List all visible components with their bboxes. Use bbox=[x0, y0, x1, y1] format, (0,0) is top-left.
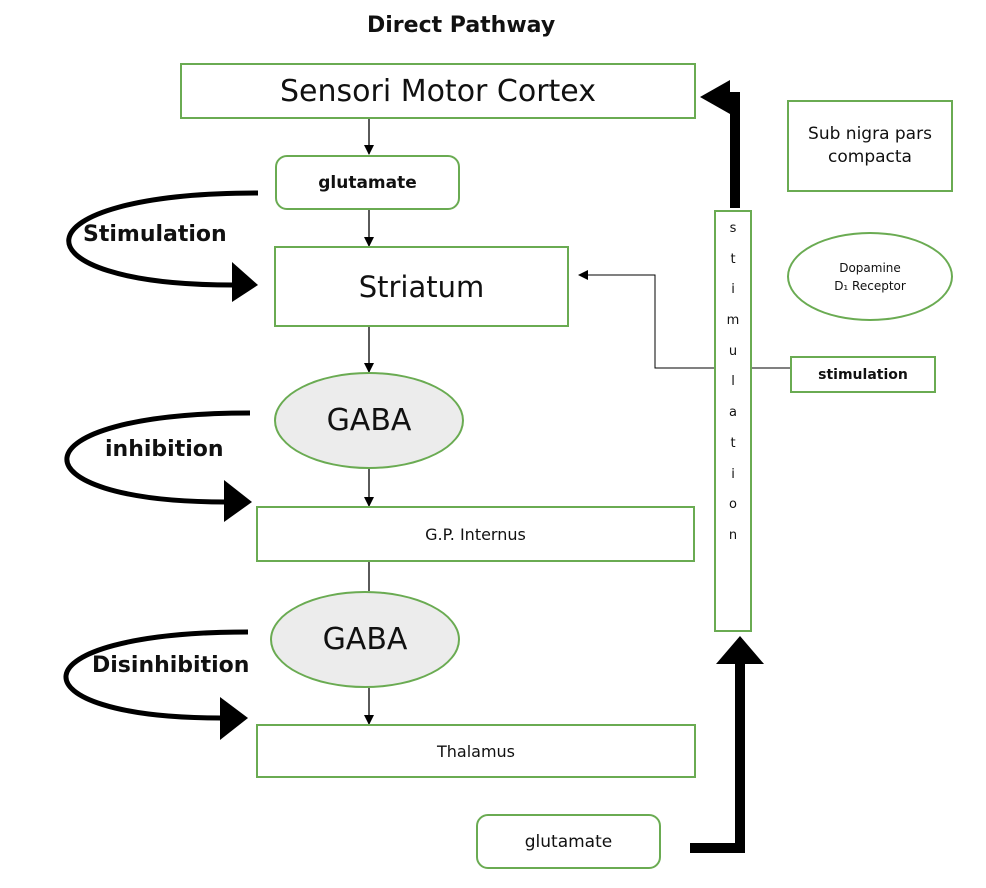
d1-receptor-label: D₁ Receptor bbox=[834, 278, 906, 293]
curve-arrowhead-stimulation bbox=[232, 262, 258, 302]
striatum-label: Striatum bbox=[358, 269, 485, 304]
curve-arrow-inhibition bbox=[64, 410, 251, 505]
thalamus-label: Thalamus bbox=[436, 741, 516, 761]
sub-nigra-label: Sub nigra pars compacta bbox=[808, 124, 932, 167]
vertical-stimulation-letter: i bbox=[731, 282, 735, 298]
vertical-stimulation-letter: s bbox=[729, 221, 737, 236]
gp-internus-label: G.P. Internus bbox=[425, 524, 526, 544]
cortex-label: Sensori Motor Cortex bbox=[279, 73, 596, 109]
gaba-oval-2: GABA bbox=[270, 591, 460, 688]
stimulation-box: stimulation bbox=[790, 356, 936, 393]
glutamate-top-label: glutamate bbox=[318, 172, 417, 193]
thick-arrow-glutamate-up bbox=[690, 664, 745, 853]
gaba-label-1: GABA bbox=[326, 403, 412, 438]
gaba-label-2: GABA bbox=[322, 622, 408, 657]
striatum-box: Striatum bbox=[274, 246, 569, 327]
vertical-stimulation-letter: a bbox=[729, 405, 737, 421]
vertical-stimulation-letter: t bbox=[730, 435, 736, 451]
vertical-stimulation-letter: i bbox=[731, 466, 735, 482]
vertical-stimulation-box bbox=[714, 210, 752, 632]
thick-arrow-to-cortex bbox=[728, 92, 740, 208]
inhibition-side-label: inhibition bbox=[105, 437, 224, 462]
curve-arrow-disinhibition bbox=[63, 629, 249, 721]
cortex-box: Sensori Motor Cortex bbox=[180, 63, 696, 119]
curve-arrow-stimulation bbox=[66, 190, 259, 288]
diagram-title: Direct Pathway bbox=[367, 13, 556, 38]
vertical-stimulation-letter: m bbox=[726, 313, 740, 329]
vertical-stimulation-letter: n bbox=[728, 527, 738, 543]
curve-arrowhead-disinhibition bbox=[220, 697, 248, 740]
glutamate-top-box: glutamate bbox=[275, 155, 460, 210]
stimulation-side-label: Stimulation bbox=[83, 222, 227, 247]
gp-internus-box: G.P. Internus bbox=[256, 506, 695, 562]
thick-arrowhead-up bbox=[716, 636, 764, 664]
disinhibition-side-label: Disinhibition bbox=[92, 653, 250, 678]
glutamate-bottom-label: glutamate bbox=[524, 831, 613, 852]
gaba-oval-1: GABA bbox=[274, 372, 464, 469]
vertical-stimulation-letter: l bbox=[731, 374, 735, 390]
stimulation-box-label: stimulation bbox=[818, 366, 908, 383]
vertical-stimulation-letter: o bbox=[729, 497, 737, 513]
thalamus-box: Thalamus bbox=[256, 724, 696, 778]
glutamate-bottom-box: glutamate bbox=[476, 814, 661, 869]
vertical-stimulation-letter: t bbox=[730, 251, 736, 267]
vertical-stimulation-letter: u bbox=[728, 343, 738, 359]
dopamine-receptor-oval: Dopamine D₁ Receptor bbox=[787, 232, 953, 321]
arrow-stimulation-to-striatum bbox=[578, 270, 790, 369]
curve-arrowhead-inhibition bbox=[224, 480, 252, 522]
thick-arrowhead-left bbox=[700, 80, 730, 114]
dopamine-label: Dopamine bbox=[839, 260, 901, 275]
sub-nigra-box: Sub nigra pars compacta bbox=[787, 100, 953, 192]
